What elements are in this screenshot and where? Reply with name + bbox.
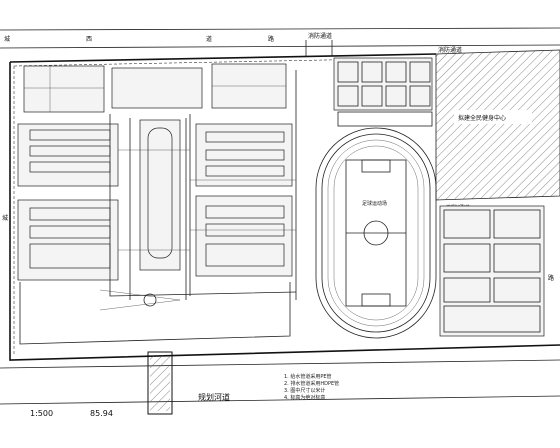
top-road-label-b: 西: [86, 36, 92, 43]
building-top-left: [23, 63, 287, 113]
green-zone-label: 拟建全民健身中心: [458, 114, 506, 122]
fire-lane-right-label: 消防通道: [438, 46, 462, 54]
field-label: 足球运动场: [362, 200, 387, 207]
scale-label: 1:500: [30, 409, 53, 418]
note-3: 3. 图中尺寸以米计: [284, 387, 325, 394]
planned-river-label: 规划河道: [198, 392, 230, 402]
central-corridor: [129, 118, 187, 300]
green-zone: 拟建全民健身中心 消防通道 消防通道 路 城: [2, 46, 560, 282]
teaching-block-left: [17, 123, 119, 281]
right-road-label: 路: [548, 274, 554, 282]
teaching-block-right: [195, 123, 293, 277]
top-road-label-a: 城: [4, 36, 10, 43]
note-2: 2. 排水管道采用HDPE管: [284, 380, 339, 387]
top-road-label-d: 路: [268, 35, 274, 43]
elevation-label: 85.94: [90, 409, 113, 418]
note-1: 1. 给水管道采用PE管: [284, 373, 332, 380]
planned-river: 规划河道 1:500 85.94: [0, 351, 560, 418]
entrance-plaza: [19, 282, 291, 345]
notes: 1. 给水管道采用PE管 2. 排水管道采用HDPE管 3. 图中尺寸以米计 4…: [284, 373, 339, 401]
top-road-label-c: 道: [206, 35, 212, 43]
courts-top: [333, 57, 433, 127]
left-road-label: 城: [2, 215, 8, 222]
courts-right: [439, 205, 545, 337]
top-road: 城 西 道 路 消防通道: [0, 27, 560, 56]
fire-lane-top-label: 消防通道: [308, 32, 332, 40]
pipe-network: [109, 70, 297, 300]
note-4: 4. 标高为绝对标高: [284, 394, 325, 401]
running-track: 足球运动场: [315, 127, 437, 339]
